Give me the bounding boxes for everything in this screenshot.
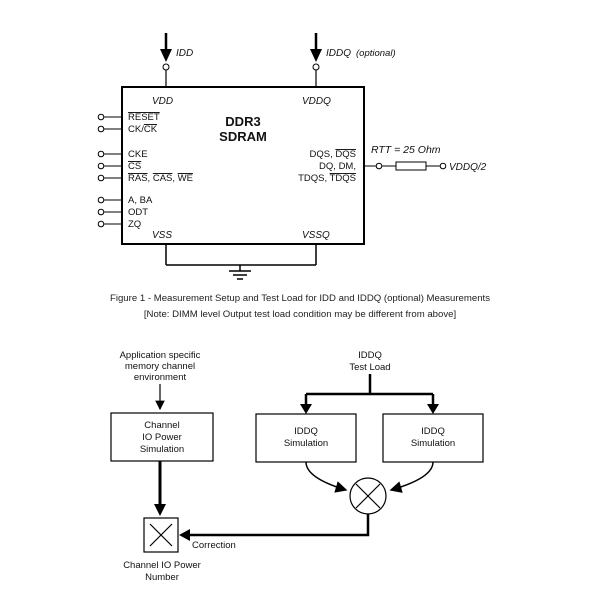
pin-reset: RESET (128, 112, 160, 123)
pin-ras-cas-we: RAS, CAS, WE (128, 173, 193, 184)
channel-io-power-number-line-1: Channel IO Power (123, 560, 201, 571)
pin-we: WE (178, 173, 193, 184)
chip-title-ddr3: DDR3 (225, 114, 260, 129)
rtt-label: RTT = 25 Ohm (371, 144, 441, 156)
circle-cross-b (355, 483, 381, 509)
app-specific-line-3: environment (134, 372, 187, 383)
correction-arrowhead (179, 529, 190, 541)
pin-zq: ZQ (128, 219, 141, 230)
iddq-optional-label: (optional) (356, 48, 396, 59)
pin-cke: CKE (128, 149, 148, 160)
pin-a-ba: A, BA (128, 195, 153, 206)
iddq-test-load-line-1: IDDQ (358, 350, 382, 361)
vssq-label: VSSQ (302, 230, 330, 241)
pin-dq-dm: DQ, DM, (319, 161, 356, 172)
iddq-test-load-line-2: Test Load (349, 362, 390, 373)
arrowhead-to-iddq-sim-right (427, 404, 439, 414)
pin-dqs: DQS, DQS (310, 149, 356, 160)
pin-tdqs: TDQS, TDQS (298, 173, 356, 184)
channel-io-power-number-line-2: Number (145, 572, 179, 583)
idd-label: IDD (176, 48, 193, 59)
channel-box-line-3: Simulation (140, 444, 184, 455)
iddq-sim-box-left (255, 413, 357, 463)
rtt-resistor-network (364, 161, 447, 171)
app-specific-line-2: memory channel (125, 361, 195, 372)
ground-symbol (165, 244, 317, 280)
iddq-label: IDDQ (326, 48, 351, 59)
correction-label: Correction (192, 540, 236, 551)
vddq-half-label: VDDQ/2 (449, 162, 487, 173)
pin-cs: CS (128, 161, 141, 172)
channel-box-line-1: Channel (144, 420, 179, 431)
correction-path (186, 514, 370, 537)
figure-2: Application specific memory channel envi… (110, 350, 484, 583)
pin-cas: CAS (153, 173, 173, 184)
test-load-split-lines (304, 374, 435, 406)
arrowhead-to-iddq-sim-left (300, 404, 312, 414)
pin-odt: ODT (128, 207, 148, 218)
vss-label: VSS (152, 230, 172, 241)
channel-io-power-sim-box (110, 412, 214, 462)
arrowhead-channel-to-multiplier (154, 504, 166, 516)
iddq-sim-right-line-2: Simulation (411, 438, 455, 449)
iddq-sim-left-line-2: Simulation (284, 438, 328, 449)
iddq-arrow (310, 33, 322, 87)
figure-1-note: [Note: DIMM level Output test load condi… (143, 309, 457, 320)
app-specific-line-1: Application specific (120, 350, 201, 361)
figure-1: IDD IDDQ (optional) DDR3 SDRAM VDD VDDQ … (97, 33, 487, 280)
vddq-label: VDDQ (302, 96, 331, 107)
multiplier-cross-b (149, 523, 173, 547)
arrow-left-sim-to-circle (305, 461, 348, 493)
figure-1-caption: Figure 1 - Measurement Setup and Test Lo… (109, 293, 491, 304)
iddq-sim-right-line-1: IDDQ (421, 426, 445, 437)
pin-ck-bar: CK (144, 124, 158, 135)
pin-ras: RAS (128, 173, 148, 184)
ddr3-chip-box (121, 86, 365, 245)
chip-title-sdram: SDRAM (219, 129, 267, 144)
pin-dqs-bar: DQS (335, 149, 356, 160)
left-pin-connectors (97, 113, 122, 228)
arrow-right-sim-to-circle (389, 461, 434, 493)
idd-arrow (160, 33, 172, 87)
pin-ck: CK/CK (128, 124, 158, 135)
pin-tdqs-bar: TDQS (330, 173, 356, 184)
vdd-label: VDD (152, 96, 173, 107)
rtt-resistor (395, 161, 427, 171)
channel-box-line-2: IO Power (142, 432, 182, 443)
iddq-sim-left-line-1: IDDQ (294, 426, 318, 437)
